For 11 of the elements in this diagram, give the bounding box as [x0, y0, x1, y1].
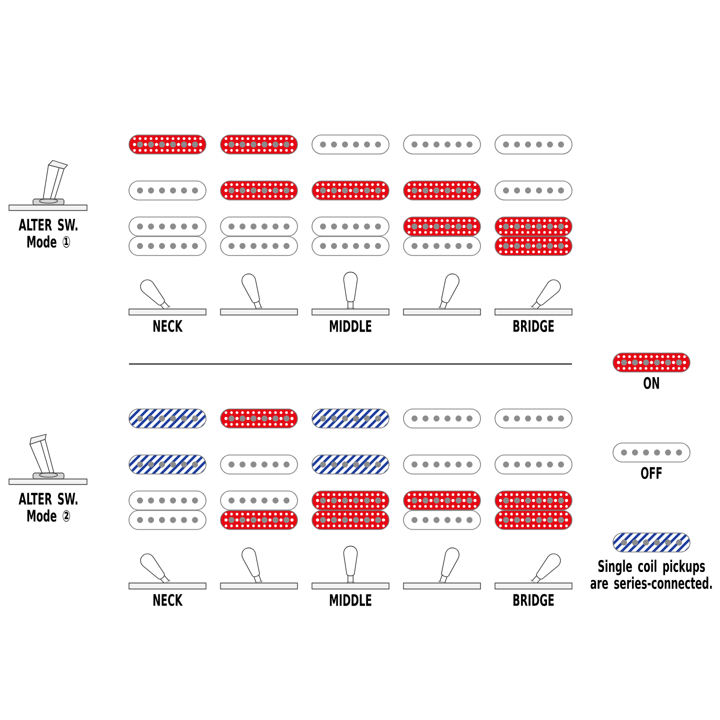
position-label: BRIDGE [513, 320, 554, 332]
position-label: MIDDLE [330, 594, 372, 606]
legend-label: Single coil pickups are series-connected. [590, 560, 712, 589]
legend-label: OFF [641, 466, 662, 480]
position-label: NECK [153, 594, 183, 606]
position-label: NECK [153, 320, 183, 332]
switch-label: ALTER SW. Mode ② [18, 492, 78, 522]
position-label: MIDDLE [330, 320, 372, 332]
legend-label: ON [644, 376, 659, 390]
switch-label: ALTER SW. Mode ① [18, 218, 78, 248]
position-label: BRIDGE [513, 594, 554, 606]
